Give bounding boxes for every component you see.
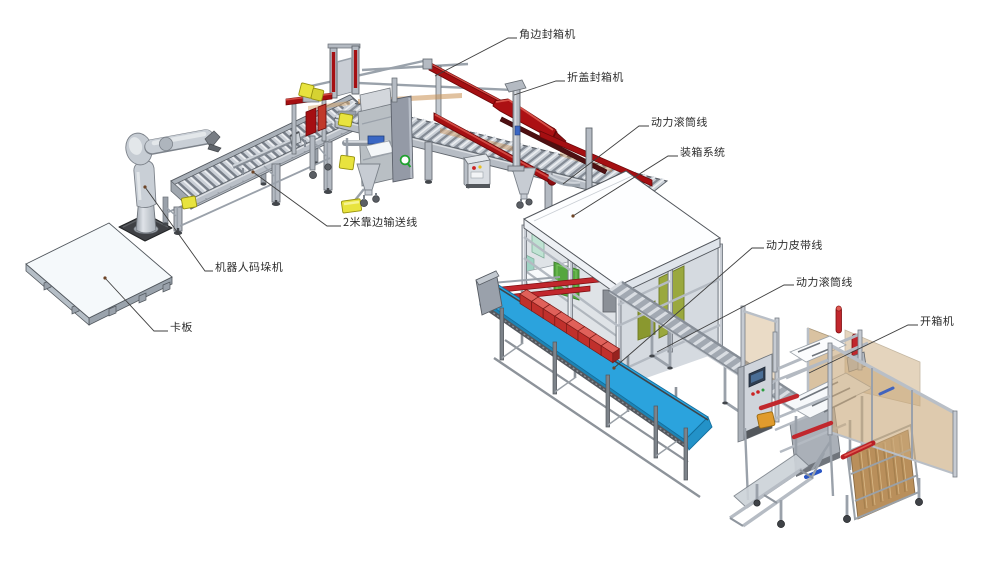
label-case-packing-system: 装箱系统 xyxy=(680,144,725,160)
casters xyxy=(753,498,923,528)
funnel xyxy=(356,163,537,200)
label-corner-sealer: 角边封箱机 xyxy=(519,26,576,42)
label-case-erector: 开箱机 xyxy=(920,313,954,329)
leader-lines xyxy=(103,37,918,374)
red-product-boxes xyxy=(519,289,621,364)
flap-folder-arm xyxy=(492,98,608,175)
label-power-roller-line-1: 动力滚筒线 xyxy=(651,114,708,130)
erector-red-bars xyxy=(758,393,876,460)
label-power-belt-line: 动力皮带线 xyxy=(766,237,823,253)
robot-arm-graphic xyxy=(118,129,222,242)
label-flap-fold-sealer: 折盖封箱机 xyxy=(567,69,624,85)
machine-column xyxy=(390,95,414,183)
sealer-motors xyxy=(298,82,357,171)
control-console xyxy=(737,353,773,443)
label-robot-palletizer: 机器人码垛机 xyxy=(215,259,283,275)
motor-yellow-icon xyxy=(181,188,365,214)
corner-sealer-tower xyxy=(327,43,361,99)
label-power-roller-line-2: 动力滚筒线 xyxy=(796,274,853,290)
floor-control-cabinet xyxy=(463,153,491,189)
case-erector-graphic xyxy=(729,305,958,528)
label-two-meter-conveyor: 2米靠边输送线 xyxy=(343,214,418,230)
packer-roof xyxy=(523,170,721,296)
belt-conveyor-graphic xyxy=(475,270,713,498)
carton-magazine-sled xyxy=(729,452,826,528)
label-pallet: 卡板 xyxy=(170,319,193,335)
infeed-red-panels xyxy=(305,103,332,179)
pallet-graphic xyxy=(25,222,173,326)
